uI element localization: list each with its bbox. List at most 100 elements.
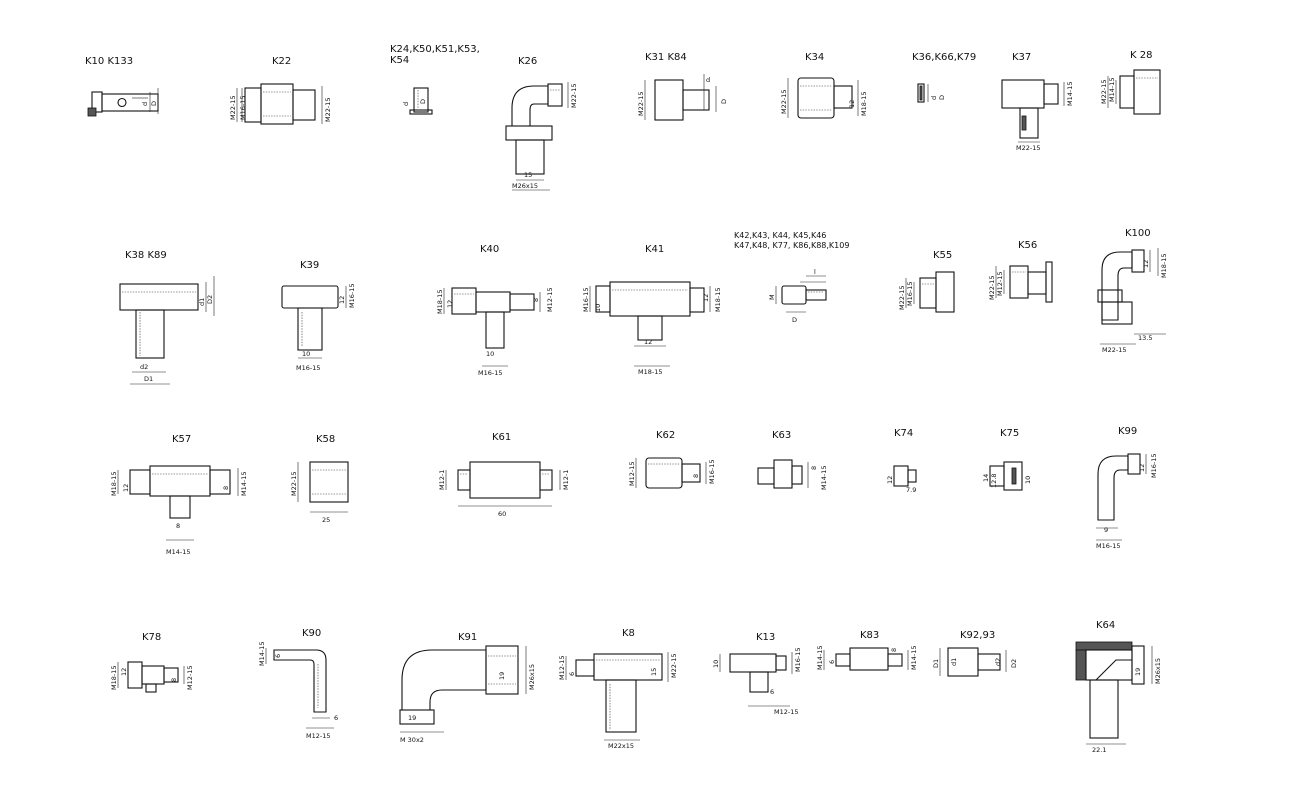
part-k61: K61 M12-1 M12-1 60 [438,432,570,518]
dimension-label: M26x15 [1154,658,1162,684]
dimension-label: D1 [932,659,940,668]
part-label: K61 [492,432,511,443]
dimension-label: M26x15 [528,664,536,690]
part-k56: K56 M22-15 M12-15 [988,240,1053,303]
part-label: K83 [860,630,879,641]
dimension-label: 19 [1134,668,1142,676]
part-k37: K37 M14-15 M22-15 [1001,52,1074,152]
dimension-label: l [814,268,816,276]
part-k74: K74 12 7.9 [886,428,917,494]
part-k24: K24,K50,K51,K53, K54 d D [390,44,480,115]
dimension-label: M12-1 [438,470,446,490]
part-label: K8 [622,628,635,639]
part-label: K99 [1118,426,1137,437]
dimension-label: M 30x2 [400,736,424,744]
dimension-label: 6 [274,654,282,658]
dimension-label: 12 [1138,464,1146,472]
part-label: K74 [894,428,913,439]
part-k10: K10 K133 d D [85,56,159,117]
dimension-label: 15 [650,668,658,676]
dimension-label: M14-15 [166,548,191,556]
dimension-label: d2 [140,363,148,371]
part-k26: K26 M22-15 15 M26x15 [505,56,578,191]
part-k58: K58 M22-15 25 [290,434,349,524]
dimension-label: 10 [594,304,602,312]
part-k13: K13 10 M16-15 6 M12-15 [712,632,802,716]
dimension-label: M14-15 [820,466,828,491]
part-label: K34 [805,52,824,63]
dimension-label: M12-15 [306,732,331,740]
part-label: K22 [272,56,291,67]
part-label: K39 [300,260,319,271]
part-k64: K64 19 M26x15 22.1 [1075,620,1162,754]
dimension-label: d1 [198,298,206,306]
part-k78: K78 M18-15 12 8 M12-15 [110,632,194,693]
dimension-label: 8 [692,474,700,478]
dimension-label: 8 [890,648,898,652]
part-label: K 28 [1130,50,1152,61]
dimension-label: M16-15 [478,369,503,377]
part-label: K13 [756,632,775,643]
dimension-label: 8 [176,522,180,530]
dimension-label: M22-15 [229,96,237,121]
dimension-label: d2 [994,658,1002,666]
part-label-2: K54 [390,55,409,66]
dimension-label: 8 [810,466,818,470]
dimension-label: M12-15 [628,462,636,487]
dimension-label: M22-15 [570,84,578,109]
part-k55: K55 M22-15 M16-15 [898,250,955,313]
dimension-label: M22-15 [780,90,788,115]
part-k36: K36,K66,K79 d D [912,52,976,103]
dimension-label: 12 [644,338,652,346]
part-label: K56 [1018,240,1037,251]
dimension-label: M16-15 [794,648,802,673]
dimension-label: M12-15 [546,288,554,313]
part-label: K37 [1012,52,1031,63]
part-label: K41 [645,244,664,255]
dimension-label: 12 [120,668,128,676]
dimension-label: M22x15 [608,742,634,750]
part-label: K92,93 [960,630,995,641]
part-k83: K83 M14-15 6 8 M14-15 [816,630,918,671]
dimension-label: D [150,101,158,106]
dimension-label: M14-15 [240,472,248,497]
dimension-label: M16-15 [1096,542,1121,550]
dimension-label: D [938,95,946,100]
dimension-label: d [930,96,938,100]
part-k63: K63 8 M14-15 [757,430,828,491]
part-k41: K41 M16-15 10 12 M18-15 12 M18-15 [582,244,722,376]
dimension-label: M22-15 [670,654,678,679]
part-k75: K75 14 12.8 10 [982,428,1032,491]
dimension-label: 6 [770,688,774,696]
dimension-label: D2 [1010,659,1018,668]
dimension-label: 12 [1142,260,1150,268]
dimension-label: 19 [498,672,506,680]
dimension-label: 6 [568,672,576,676]
part-label: K55 [933,250,952,261]
part-label: K40 [480,244,499,255]
dimension-label: M22-15 [324,98,332,123]
dimension-label: 8 [170,678,178,682]
dimension-label: 13.5 [1138,334,1152,342]
dimension-label: M16-15 [296,364,321,372]
dimension-label: M22-15 [290,472,298,497]
dimension-label: M12-15 [558,656,566,681]
dimension-label: M22-15 [898,286,906,311]
dimension-label: M18-15 [860,92,868,117]
part-k40: K40 M18-15 12 8 M12-15 10 M16-15 [436,244,554,377]
dimension-label: 8 [532,298,540,302]
dimension-label: d1 [950,658,958,666]
part-label: K100 [1125,228,1151,239]
dimension-label: D1 [144,375,153,383]
dimension-label: M22-15 [637,92,645,117]
dimension-label: 12 [702,294,710,302]
part-label-2: K47,K48, K77, K86,K88,K109 [734,241,849,250]
dimension-label: 12 [338,296,346,304]
part-label: K24,K50,K51,K53, [390,44,480,55]
dimension-label: M14-15 [910,646,918,671]
dimension-label: d [402,102,410,106]
dimension-label: d [141,102,149,106]
dimension-label: 12 [886,476,894,484]
dimension-label: M14-15 [1108,78,1116,103]
dimension-label: M12-15 [996,272,1004,297]
